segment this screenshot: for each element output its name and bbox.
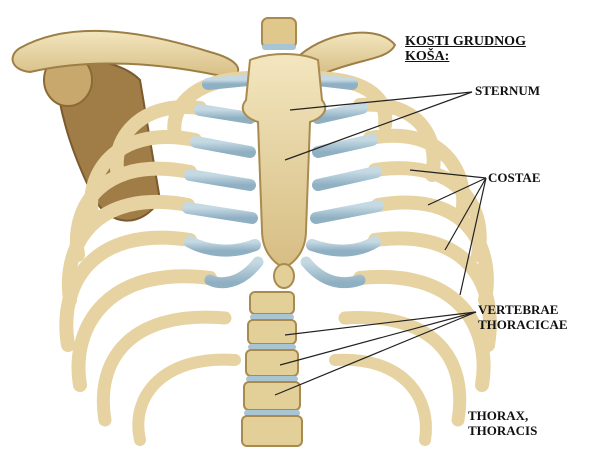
cartilage-right-6 xyxy=(312,242,375,251)
sternum xyxy=(243,54,325,268)
label-vertebrae-thoracicae: VERTEBRAE THORACICAE xyxy=(478,302,568,332)
cartilage-left-3 xyxy=(196,142,250,152)
label-sternum: STERNUM xyxy=(475,83,540,98)
label-thorax-line-2: THORACIS xyxy=(468,423,537,438)
rib-right-8 xyxy=(345,317,460,420)
cartilage-left-4 xyxy=(190,175,250,185)
vertebra-3 xyxy=(246,350,298,376)
label-thorax: THORAX, THORACIS xyxy=(468,408,537,438)
vertebra-1 xyxy=(250,292,294,314)
cartilage-left-1 xyxy=(208,80,248,84)
cartilage-right-4 xyxy=(318,172,376,185)
upper-vertebra xyxy=(262,18,296,48)
cartilage-right-1 xyxy=(318,80,352,84)
vertebra-5 xyxy=(242,416,302,446)
xiphoid-process xyxy=(274,264,294,288)
cartilage-left-6 xyxy=(190,242,255,251)
label-costae: COSTAE xyxy=(488,170,541,185)
title-line-2: KOŠA: xyxy=(405,49,526,64)
vertebral-column xyxy=(242,292,302,446)
rib-left-9 xyxy=(138,360,235,440)
diagram-title: KOSTI GRUDNOG KOŠA: xyxy=(405,34,526,64)
cartilage-right-7 xyxy=(306,262,360,283)
rib-right-9 xyxy=(335,360,426,440)
label-thorax-line-1: THORAX, xyxy=(468,408,537,423)
vertebra-4 xyxy=(244,382,300,410)
label-vertebrae-line-1: VERTEBRAE xyxy=(478,302,568,317)
cartilage-left-7 xyxy=(210,262,258,283)
cartilage-right-3 xyxy=(318,140,372,152)
ribs-right xyxy=(318,78,490,440)
title-line-1: KOSTI GRUDNOG xyxy=(405,34,526,49)
vertebra-2 xyxy=(248,320,296,344)
cartilage-left-5 xyxy=(188,208,252,218)
label-vertebrae-line-2: THORACICAE xyxy=(478,317,568,332)
upper-disc xyxy=(262,44,296,50)
cartilage-right-5 xyxy=(316,206,378,218)
